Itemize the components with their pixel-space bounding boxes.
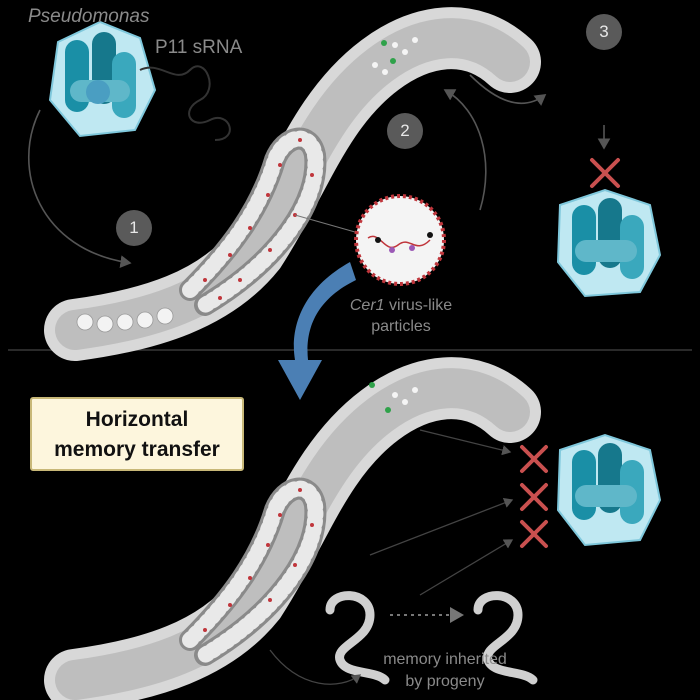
arrow-head-to-3 xyxy=(469,74,547,106)
arrow-bottom-3 xyxy=(419,539,514,596)
arrow-vlp-to-head xyxy=(443,89,487,211)
label-progeny-line2: by progeny xyxy=(405,673,485,690)
srna-squiggle xyxy=(139,65,231,141)
label-vlp-italic: Cer1 xyxy=(349,297,385,314)
label-progeny-line1: memory inherited xyxy=(383,651,507,668)
transfer-arrow xyxy=(278,262,356,400)
progeny-worm-2 xyxy=(473,591,538,685)
arrow-to-progeny xyxy=(269,649,362,685)
worm-top xyxy=(44,7,541,361)
bacteria-cluster-right-top xyxy=(556,188,662,298)
bacteria-cluster-top xyxy=(48,20,157,138)
callout-box: Horizontal memory transfer xyxy=(30,397,244,471)
label-vlp: Cer1 virus-like xyxy=(336,297,466,315)
worm-bottom xyxy=(44,357,541,700)
label-vlp-rest: virus-like xyxy=(384,297,453,314)
step-badge-1: 1 xyxy=(116,210,152,246)
arrow-bottom-1 xyxy=(419,429,512,456)
avoid-x-top xyxy=(590,158,620,188)
avoid-x-bottom xyxy=(520,445,548,548)
step-badge-3: 3 xyxy=(586,14,622,50)
progeny-worm-1 xyxy=(325,591,390,685)
bacteria-cluster-right-bottom xyxy=(556,433,662,547)
callout-line2: memory transfer xyxy=(54,438,220,461)
vlp-particle xyxy=(354,194,446,286)
arrow-bacteria-to-worm xyxy=(27,109,132,268)
arrow-bottom-2 xyxy=(369,497,514,556)
callout-line1: Horizontal xyxy=(85,408,189,431)
label-srna: P11 sRNA xyxy=(155,37,243,58)
label-vlp-line2: particles xyxy=(371,318,431,335)
label-pseudomonas: Pseudomonas xyxy=(28,6,150,27)
step-badge-2: 2 xyxy=(387,113,423,149)
vlp-pointer xyxy=(294,214,356,233)
